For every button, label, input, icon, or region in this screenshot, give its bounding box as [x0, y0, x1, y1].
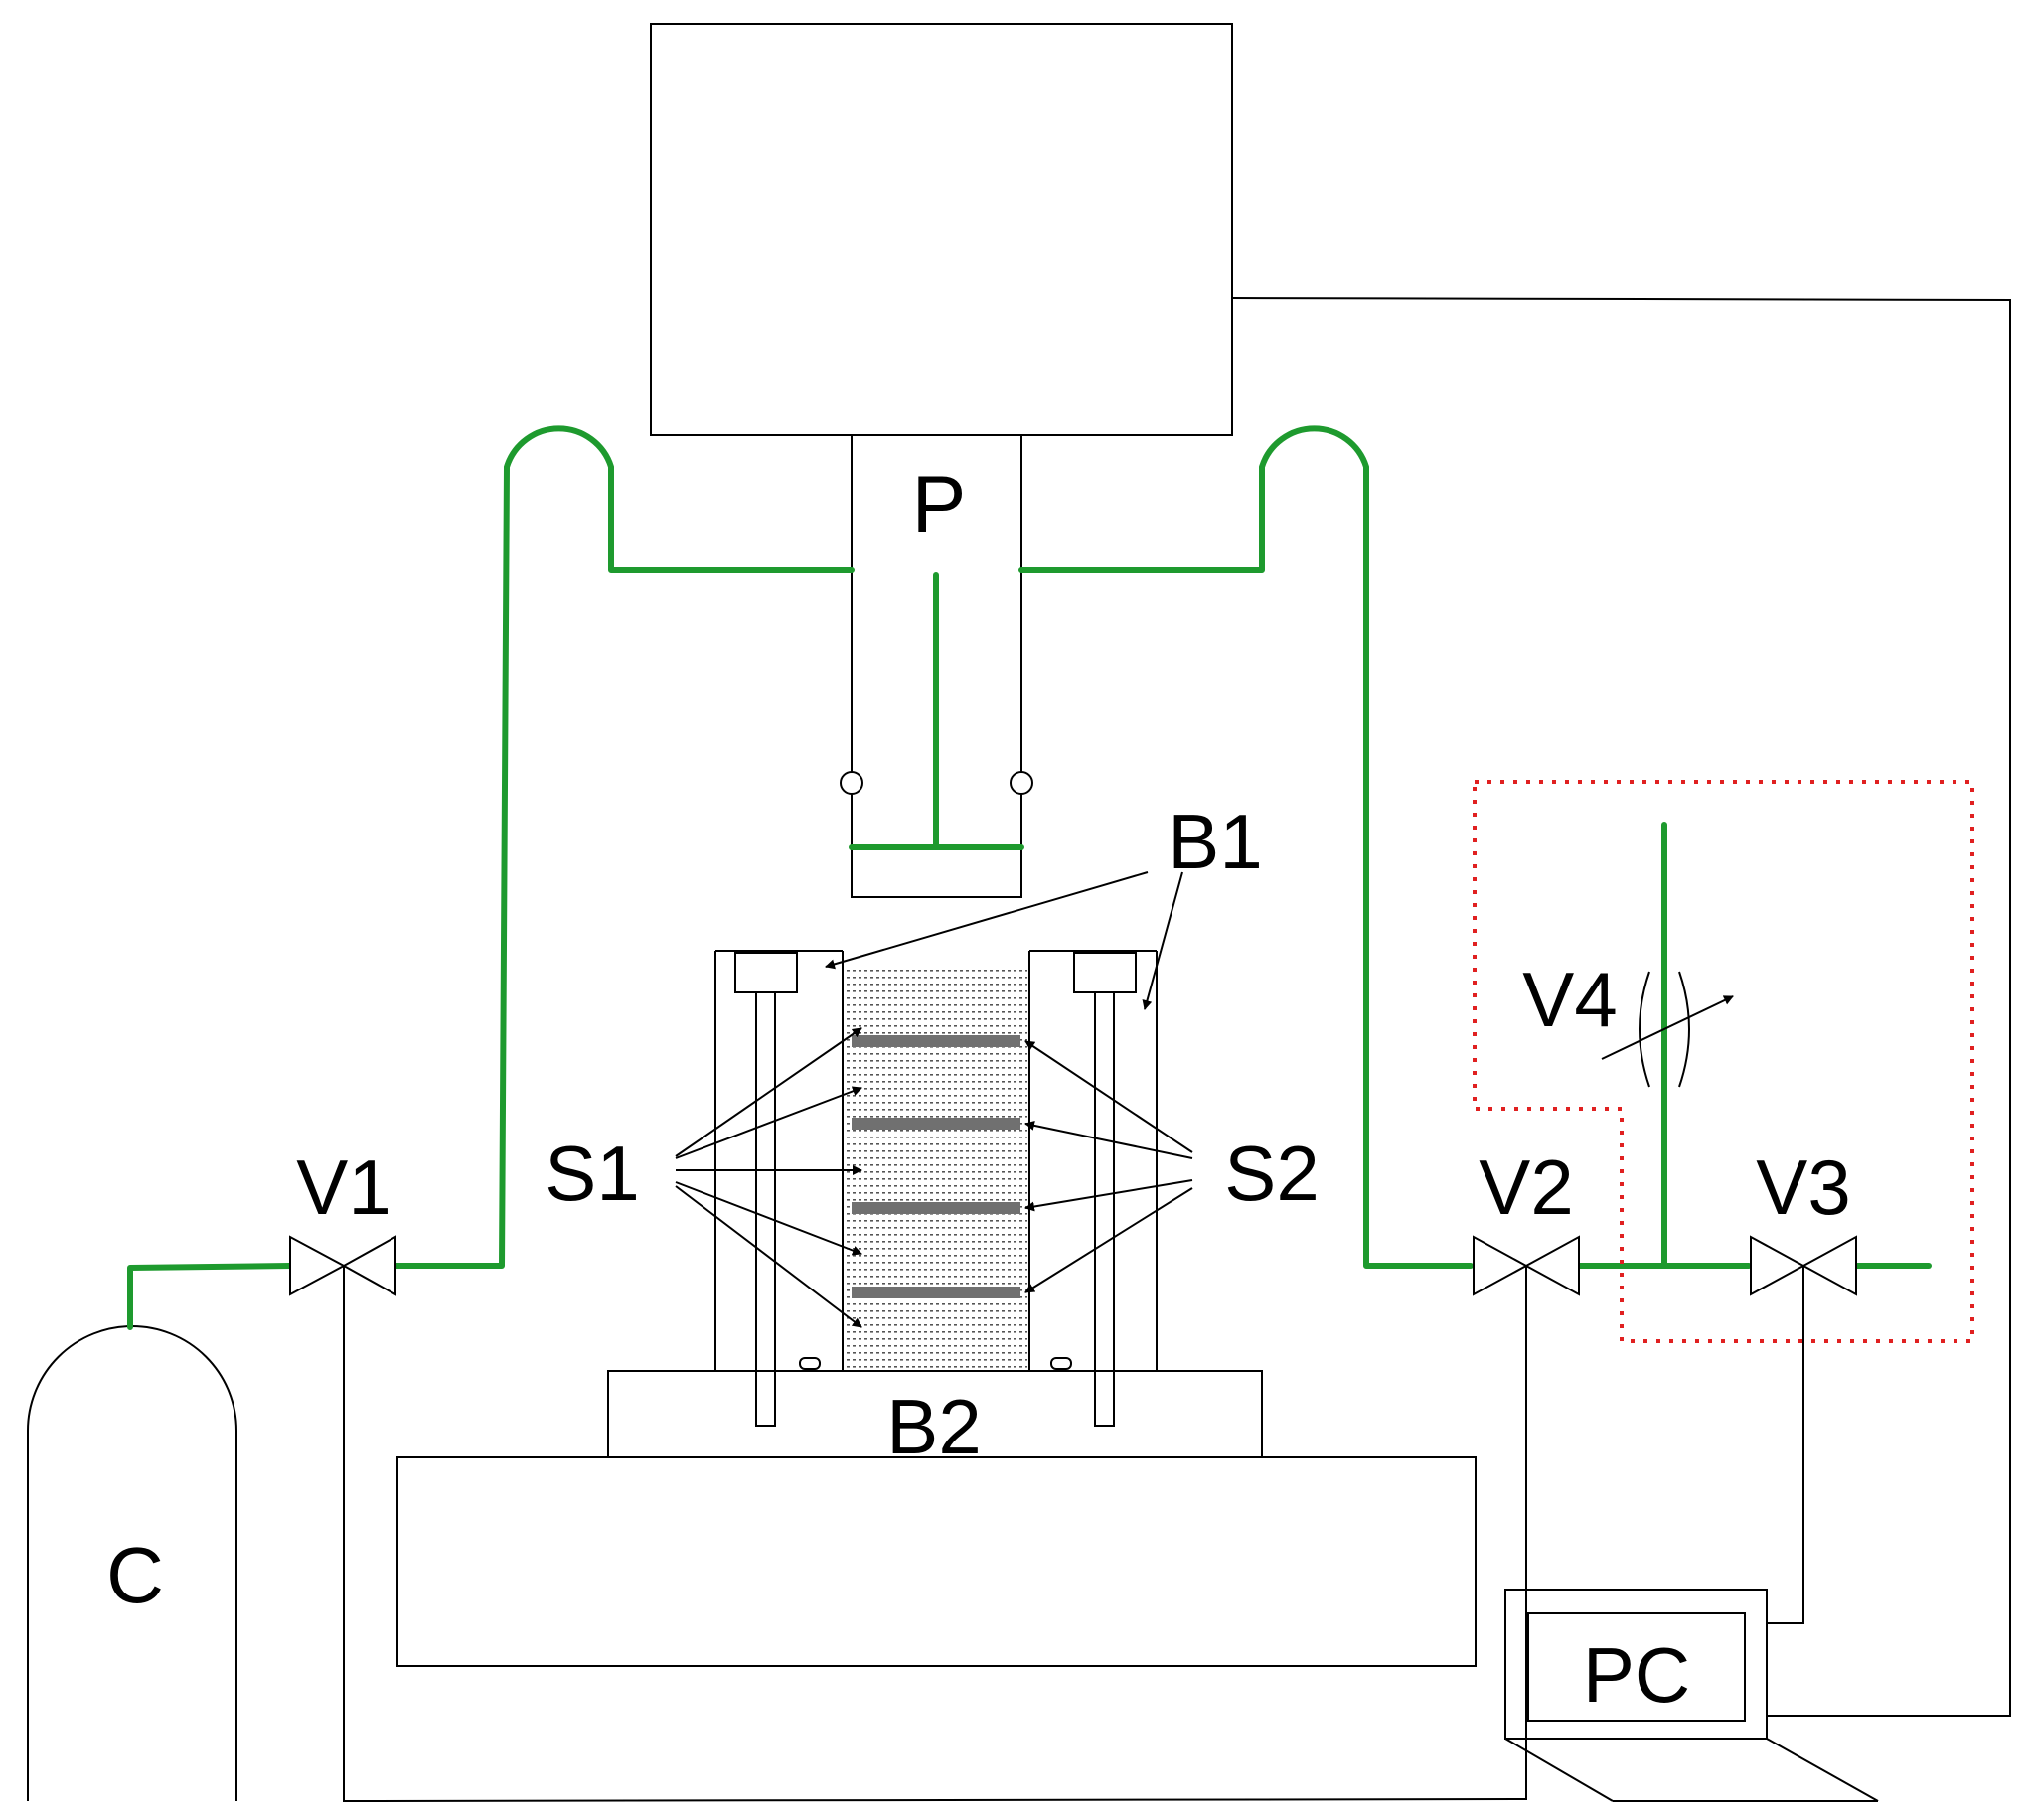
- sensor-strip-2: [852, 1118, 1020, 1130]
- sensor-strip-3: [852, 1202, 1020, 1214]
- s1-label: S1: [545, 1130, 639, 1217]
- valve-v1-icon: [289, 1235, 396, 1296]
- sensor-strip-4: [852, 1287, 1020, 1298]
- laptop-computer: [1504, 1589, 1879, 1802]
- base-plate-b2: [607, 1370, 1263, 1458]
- bolt-head-right: [1073, 952, 1137, 993]
- valve-v4-label: V4: [1522, 956, 1617, 1043]
- piston-housing: [851, 434, 1022, 898]
- sample-holder: [714, 950, 1158, 1427]
- seal-ring-right: [1010, 771, 1033, 795]
- base-bed: [396, 1456, 1477, 1667]
- pipe-cylinder-v1: [127, 1263, 293, 1330]
- s2-label: S2: [1224, 1130, 1319, 1217]
- valve-v2-label: V2: [1479, 1143, 1573, 1231]
- b1-label: B1: [1168, 798, 1262, 885]
- valve-v3-label: V3: [1756, 1143, 1850, 1231]
- s2-pointers: [1024, 1040, 1193, 1293]
- flow-control-enclosure: [1473, 780, 1974, 1343]
- b2-label: B2: [886, 1383, 981, 1470]
- piston-label: P: [912, 460, 967, 550]
- small-seal-left: [799, 1357, 821, 1370]
- b1-arrow-left: [825, 871, 1149, 970]
- pc-label: PC: [1583, 1631, 1690, 1719]
- valve-v1-label: V1: [296, 1143, 391, 1231]
- signal-wire-frame-pc: [1231, 297, 2011, 1717]
- s1-pointers: [675, 1027, 862, 1328]
- loading-frame: [650, 23, 1233, 436]
- throttle-valve-v4-icon: [1601, 971, 1734, 1088]
- bolt-head-left: [734, 952, 798, 993]
- valve-v2-icon: [1473, 1235, 1580, 1296]
- pipelines: [127, 425, 1932, 1330]
- bolt-shaft-left: [755, 991, 776, 1427]
- signal-wire-v1-pc: [343, 1267, 1527, 1803]
- signal-wire-v3-pc: [1767, 1267, 1804, 1624]
- sample-column: [845, 966, 1027, 1368]
- pipe-piston-v2: [1018, 425, 1474, 1269]
- small-seal-right: [1050, 1357, 1072, 1370]
- bolt-shaft-right: [1094, 991, 1115, 1427]
- valve-v3-icon: [1750, 1235, 1857, 1296]
- b1-arrow-right: [1142, 871, 1183, 1010]
- pipe-v1-piston: [392, 425, 855, 1269]
- cylinder-label: C: [106, 1531, 164, 1619]
- sensor-strip-1: [852, 1035, 1020, 1047]
- seal-ring-left: [840, 771, 863, 795]
